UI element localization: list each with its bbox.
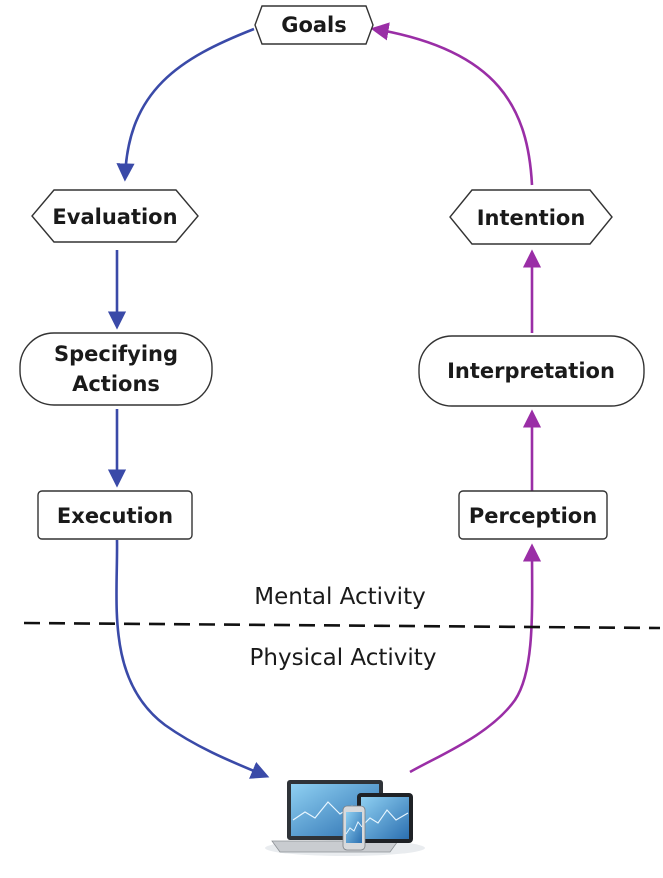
node-evaluation-label: Evaluation — [52, 205, 177, 229]
arrow-intention-to-goals — [370, 22, 534, 186]
node-intention-label: Intention — [477, 206, 586, 230]
arrow-device-to-perception — [409, 543, 542, 774]
node-execution: Execution — [37, 490, 193, 540]
node-goals-label: Goals — [281, 13, 347, 37]
node-goals: Goals — [254, 5, 374, 45]
mental-physical-divider — [23, 621, 661, 630]
arrow-goals-to-evaluation — [116, 27, 255, 182]
node-evaluation: Evaluation — [31, 189, 199, 243]
node-intention: Intention — [449, 189, 613, 245]
physical-activity-label: Physical Activity — [250, 645, 437, 671]
arrow-execution-to-device — [115, 539, 270, 779]
node-interpretation-label: Interpretation — [447, 359, 615, 383]
tablet-icon — [357, 793, 413, 843]
mental-activity-label: Mental Activity — [254, 584, 425, 610]
node-execution-label: Execution — [57, 504, 173, 528]
devices-illustration — [265, 780, 425, 856]
node-specifying-label-line2: Actions — [72, 372, 160, 396]
phone-icon — [342, 805, 366, 851]
node-perception: Perception — [458, 490, 608, 540]
node-interpretation: Interpretation — [418, 335, 645, 407]
node-specifying-actions: Specifying Actions — [19, 332, 213, 406]
node-perception-label: Perception — [469, 504, 597, 528]
node-specifying-label-line1: Specifying — [54, 342, 178, 366]
